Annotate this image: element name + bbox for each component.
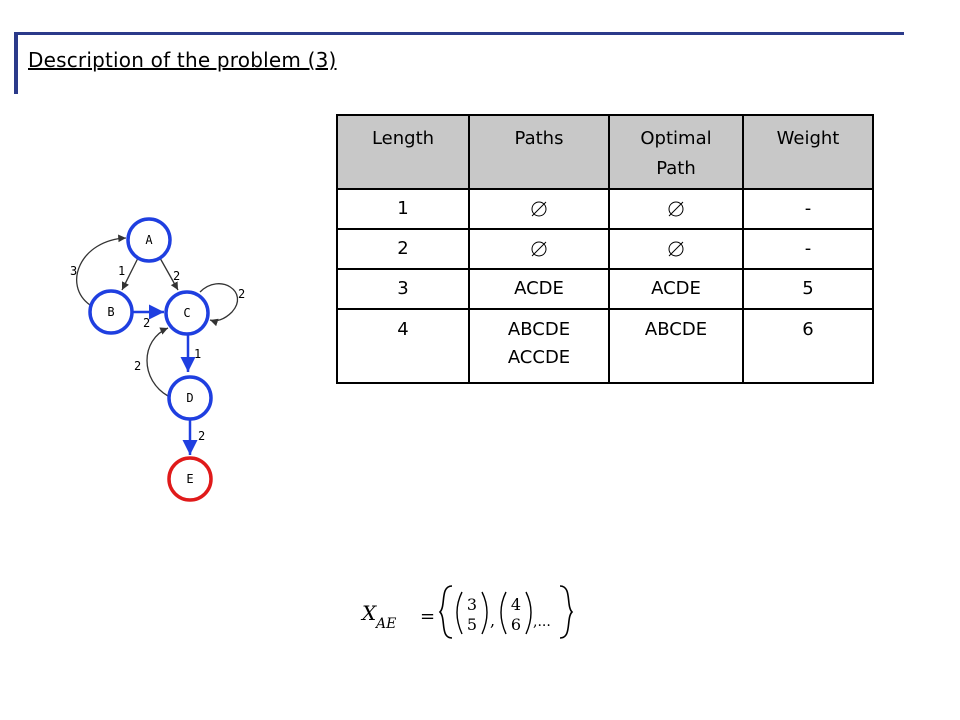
edge-d-to-c [146,327,169,397]
formula-ellipsis: ,... [533,614,551,630]
graph-node-b: B [88,289,134,335]
cell-optimal [608,188,744,230]
formula-vec1-left-paren [456,591,463,635]
cell-weight: - [742,188,874,230]
empty-set-icon [668,241,684,257]
header-optimal-path: Optimal Path [608,114,744,190]
cell-weight: - [742,228,874,270]
cell-paths [468,188,610,230]
graph-node-c: C [164,290,210,336]
edge-c-loop [199,283,239,327]
formula-vec1-right-paren [481,591,488,635]
cell-weight: 6 [742,308,874,384]
slide-title: Description of the problem (3) [28,48,337,72]
weight-a-to-b: 1 [118,264,125,278]
formula: X AE = 3 5 , 4 6 ,... [360,585,574,639]
header-optimal-line2: Path [656,158,696,179]
node-label-d: D [186,391,193,405]
empty-set-icon [531,201,547,217]
cell-optimal [608,228,744,270]
slide-frame-top [18,32,904,35]
cell-weight: 5 [742,268,874,310]
path-option-1: ABCDE [507,319,571,340]
formula-vec2-right-paren [525,591,532,635]
weight-c-to-d: 1 [194,347,201,361]
formula-equals: = [420,606,435,627]
path-option-2: ACCDE [507,347,571,368]
cell-length: 1 [336,188,470,230]
empty-set-icon [668,201,684,217]
edge-a-to-c [159,257,179,291]
node-label-b: B [107,305,114,319]
cell-optimal: ABCDE [608,308,744,384]
graph-node-d: D [167,375,213,421]
weight-b-to-a: 3 [70,264,77,278]
graph-node-a: A [126,217,172,263]
header-weight: Weight [742,114,874,190]
formula-vec2-left-paren [500,591,507,635]
node-label-e: E [186,472,193,486]
edge-a-to-b [121,257,139,291]
cell-paths: ABCDE ACCDE [468,308,610,384]
formula-left-brace [438,585,453,639]
weight-b-to-c: 2 [143,316,150,330]
header-optimal-line1: Optimal [640,128,712,149]
table-row: 4 ABCDE ACCDE ABCDE 6 [336,308,874,384]
header-paths: Paths [468,114,610,190]
header-length: Length [336,114,470,190]
formula-vec1-bottom: 5 [467,615,477,634]
table-row: 3 ACDE ACDE 5 [336,268,874,310]
cell-length: 2 [336,228,470,270]
edge-b-to-a [76,234,127,306]
graph-diagram: 3 1 2 2 2 1 2 2 A B C D E [70,217,245,502]
formula-subscript: AE [374,616,396,632]
results-table: Length Paths Optimal Path Weight 1 - 2 -… [336,114,874,384]
node-label-a: A [145,233,153,247]
formula-vec2-top: 4 [511,595,521,614]
empty-set-icon [531,241,547,257]
node-label-c: C [183,306,190,320]
cell-length: 4 [336,308,470,384]
table-header-row: Length Paths Optimal Path Weight [336,114,874,190]
cell-length: 3 [336,268,470,310]
formula-vec2-bottom: 6 [511,615,521,634]
formula-vec1-top: 3 [467,595,477,614]
table-row: 1 - [336,188,874,230]
slide-frame-left [14,32,18,94]
weight-c-loop: 2 [238,287,245,301]
cell-paths: ACDE [468,268,610,310]
graph-node-e: E [167,456,213,502]
table-row: 2 - [336,228,874,270]
formula-variable: X [360,601,377,625]
formula-comma: , [490,611,495,630]
weight-d-to-e: 2 [198,429,205,443]
cell-paths [468,228,610,270]
cell-optimal: ACDE [608,268,744,310]
weight-d-to-c: 2 [134,359,141,373]
weight-a-to-c: 2 [173,269,180,283]
formula-right-brace [559,585,574,639]
